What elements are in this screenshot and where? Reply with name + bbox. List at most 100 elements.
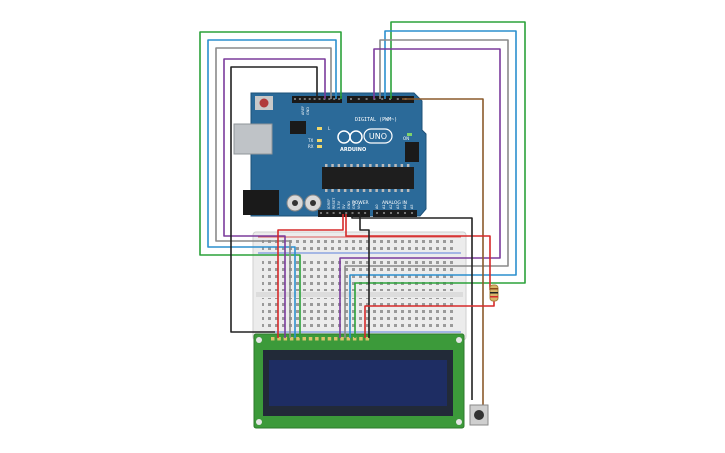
wire-black-gnd[interactable] — [351, 214, 473, 400]
gnd-label-power: GND — [347, 201, 351, 209]
gnd-label-power-2: GND — [352, 201, 356, 209]
chip-leg — [331, 189, 334, 192]
chip-leg — [400, 189, 404, 192]
wire-black-gnd-2[interactable] — [359, 214, 370, 338]
header-pin — [345, 212, 348, 214]
wire-red-5v[interactable] — [345, 214, 491, 290]
digital-header-left — [292, 96, 342, 103]
vin-label: Vin — [357, 203, 361, 209]
header-pin — [396, 98, 399, 100]
chip-leg — [406, 164, 410, 167]
power-jack — [243, 190, 279, 215]
header-pin — [326, 212, 329, 214]
v33-label: 3.3V — [337, 200, 341, 209]
l-led — [317, 127, 322, 130]
on-label: ON — [403, 136, 409, 141]
chip-leg — [381, 164, 385, 167]
v5-label: 5V — [342, 204, 346, 209]
uno-badge — [363, 128, 393, 144]
lcd-pin — [277, 337, 281, 341]
rail-holes-top — [262, 239, 456, 251]
arduino-uno: DIGITAL (PWM~) ARDUINO UNO L TX RX ON PO… — [233, 92, 427, 217]
lcd-pin — [334, 337, 338, 341]
resistor[interactable] — [489, 284, 499, 302]
header-pin — [338, 212, 341, 214]
header-pin — [328, 98, 331, 100]
digital-header-right — [347, 96, 414, 103]
lcd-pin — [289, 337, 294, 341]
wire-green-left[interactable] — [199, 31, 342, 338]
chip-legs — [325, 164, 410, 192]
header-pin — [357, 98, 360, 100]
header-pin — [383, 212, 385, 214]
wire-green-right[interactable] — [354, 21, 526, 338]
a1-label: A1 — [382, 204, 386, 209]
resistor-band — [490, 296, 498, 298]
usb-connector — [233, 123, 273, 155]
chip-leg — [331, 164, 334, 167]
resistor-band — [490, 288, 498, 290]
wire-purple-right[interactable] — [339, 48, 501, 338]
chip-leg — [362, 164, 366, 167]
power-header — [318, 210, 370, 217]
wire-blue-left[interactable] — [207, 39, 337, 338]
lcd-screen — [269, 360, 447, 406]
lcd-pin — [352, 337, 357, 341]
header-pin — [351, 212, 354, 214]
lcd-pin — [359, 337, 363, 341]
l-label: L — [328, 126, 331, 131]
header-pin — [350, 98, 352, 100]
reset-label: RESET — [332, 197, 336, 209]
lcd-pin — [308, 337, 313, 341]
header-pin — [298, 98, 301, 100]
header-pin — [303, 98, 306, 100]
header-pin — [389, 98, 391, 100]
pushbutton-cap[interactable] — [474, 410, 484, 420]
lcd-pin — [271, 337, 275, 341]
header-pin — [365, 98, 368, 100]
header-pin — [357, 212, 360, 214]
microcontroller-chip — [322, 167, 414, 189]
chip-leg — [325, 189, 328, 192]
reset-button-cap[interactable] — [259, 98, 269, 108]
on-led — [407, 133, 412, 136]
aref-label: AREF — [301, 106, 305, 115]
header-pin — [308, 98, 311, 100]
analog-header — [373, 210, 417, 217]
wire-purple-left[interactable] — [223, 58, 326, 338]
chip-leg — [369, 189, 372, 192]
wire-red-lcd[interactable] — [277, 214, 344, 338]
header-pin — [364, 212, 367, 214]
header-pin — [313, 98, 316, 100]
wire-gray-left[interactable] — [215, 47, 332, 338]
power-label: POWER — [352, 200, 369, 206]
lcd-mount-hole — [456, 419, 462, 425]
arduino-logo-right — [349, 130, 363, 144]
header-pin — [381, 98, 384, 100]
capacitor-top — [310, 200, 316, 206]
wire-gray-right[interactable] — [344, 39, 509, 338]
wire-red-resistor[interactable] — [364, 300, 495, 338]
header-pin — [294, 98, 296, 100]
capacitor-top — [292, 200, 298, 206]
chip-leg — [325, 164, 328, 167]
lcd-pin — [302, 337, 306, 341]
lcd-mount-hole — [456, 337, 462, 343]
lcd-mount-hole — [256, 419, 262, 425]
header-pin — [411, 212, 413, 214]
lcd-pin — [321, 337, 325, 341]
wire-blue-right[interactable] — [349, 30, 517, 338]
lcd-pin — [327, 337, 332, 341]
rx-label: RX — [308, 144, 314, 149]
a0-label: A0 — [375, 204, 379, 209]
terminal-strip-bottom — [262, 298, 456, 331]
tx-label: TX — [307, 138, 313, 143]
a2-label: A2 — [389, 204, 393, 209]
wire-black-left[interactable] — [230, 66, 318, 333]
icsp-header-2 — [405, 142, 419, 162]
pushbutton[interactable] — [469, 404, 489, 426]
header-pin — [404, 212, 406, 214]
chip-leg — [400, 164, 404, 167]
chip-leg — [394, 189, 397, 192]
